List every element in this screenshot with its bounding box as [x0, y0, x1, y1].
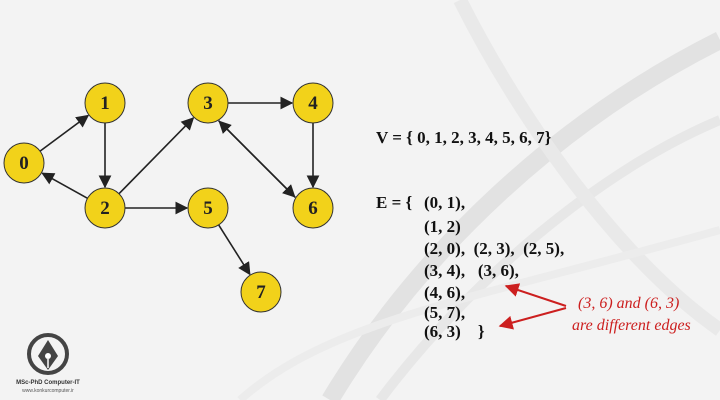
- node-2: 2: [84, 187, 126, 229]
- edge-0-1: [39, 114, 90, 152]
- node-label: 1: [100, 93, 110, 114]
- node-circle: [84, 187, 126, 229]
- node-circle: [84, 82, 126, 124]
- edge-6-3: [218, 120, 296, 198]
- nodes: 0 1 2 3 4 5 6 7: [3, 82, 334, 313]
- node-6: 6: [292, 187, 334, 229]
- edge-set-prefix: E = {: [376, 193, 413, 212]
- node-circle: [187, 187, 229, 229]
- annotation-arrow: [498, 307, 567, 330]
- annotation-arrow: [504, 283, 567, 307]
- node-3: 3: [187, 82, 229, 124]
- brand-logo: MSc-PhD Computer-IT www.konkurcomputer.i…: [6, 330, 90, 396]
- edge-set-line: (5, 7),: [424, 303, 466, 322]
- edges: [39, 96, 320, 276]
- edge-set-line: (3, 4), (3, 6),: [424, 261, 519, 280]
- edge-set-line: (4, 6),: [424, 283, 466, 302]
- annotation-line-1: (3, 6) and (6, 3): [578, 295, 680, 312]
- logo-text: MSc-PhD Computer-IT: [16, 380, 80, 386]
- node-circle: [292, 187, 334, 229]
- node-label: 4: [308, 93, 318, 114]
- node-0: 0: [3, 142, 45, 184]
- node-7: 7: [240, 271, 282, 313]
- edge-2-3: [118, 117, 195, 195]
- node-circle: [187, 82, 229, 124]
- edge-set-line: (6, 3) }: [424, 322, 485, 341]
- node-circle: [240, 271, 282, 313]
- node-label: 5: [203, 198, 213, 219]
- edge-set-line: (1, 2): [424, 217, 461, 236]
- node-circle: [292, 82, 334, 124]
- edge-5-7: [217, 224, 251, 276]
- pen-nib-logo-icon: [27, 333, 69, 375]
- edge-2-0: [41, 172, 88, 199]
- edge-set-line: (0, 1),: [424, 193, 466, 212]
- node-4: 4: [292, 82, 334, 124]
- node-label: 6: [308, 198, 318, 219]
- node-label: 3: [203, 93, 213, 114]
- vertex-set: V = { 0, 1, 2, 3, 4, 5, 6, 7}: [376, 128, 552, 147]
- logo-url: www.konkurcomputer.ir: [22, 388, 74, 394]
- node-label: 0: [19, 153, 29, 174]
- node-circle: [3, 142, 45, 184]
- node-label: 2: [100, 198, 110, 219]
- node-1: 1: [84, 82, 126, 124]
- node-label: 7: [256, 282, 266, 303]
- edge-set-line: (2, 0), (2, 3), (2, 5),: [424, 239, 565, 258]
- annotation-line-2: are different edges: [572, 317, 691, 334]
- node-5: 5: [187, 187, 229, 229]
